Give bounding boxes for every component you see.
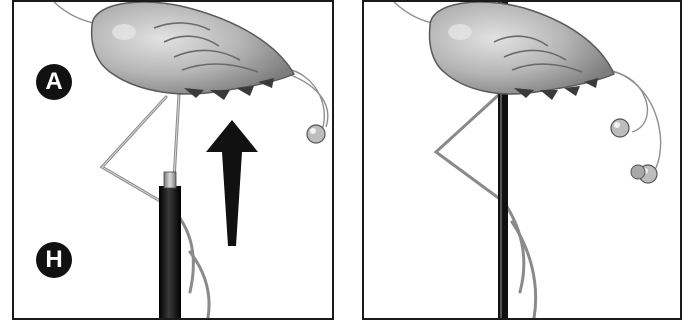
- tail-beads: [306, 124, 326, 144]
- tail-beads: [610, 118, 658, 184]
- panel-left: A H: [12, 0, 334, 320]
- step-badge-a: A: [36, 64, 72, 100]
- right-illustration: [393, 2, 662, 318]
- bird-legs: [99, 92, 211, 318]
- bird-ornament-icon: [428, 2, 615, 100]
- bird-legs-highlight: [101, 93, 180, 209]
- arrow-up-icon: [206, 120, 258, 246]
- pole: [498, 2, 508, 318]
- panel-right: [362, 0, 682, 320]
- step-badge-h: H: [36, 242, 72, 278]
- bird-ornament-icon: [90, 2, 296, 100]
- left-illustration: [53, 2, 329, 318]
- pole-section: [159, 171, 181, 318]
- bird-legs: [433, 88, 538, 318]
